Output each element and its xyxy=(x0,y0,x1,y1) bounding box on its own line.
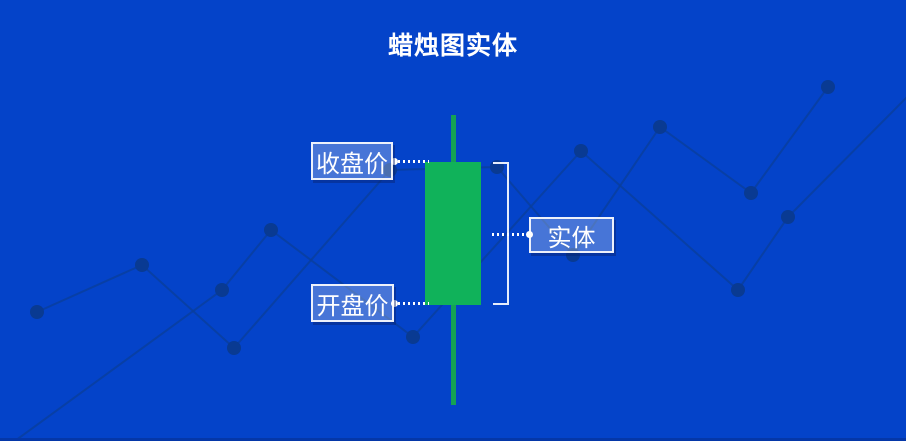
zigzag-dot xyxy=(653,120,667,134)
zigzag-dot xyxy=(227,341,241,355)
open-price-label-text: 开盘价 xyxy=(316,292,389,320)
close-price-label: 收盘价 xyxy=(311,142,393,180)
zigzag-dot xyxy=(30,305,44,319)
zigzag-dot xyxy=(731,283,745,297)
zigzag-dot xyxy=(744,186,758,200)
body-connector xyxy=(492,233,524,236)
zigzag-dot xyxy=(135,258,149,272)
body-label: 实体 xyxy=(529,217,614,253)
zigzag-dot xyxy=(821,80,835,94)
zigzag-dot xyxy=(383,163,397,177)
zigzag-line xyxy=(13,96,906,441)
bottom-edge-strip xyxy=(0,438,906,441)
close-price-connector-dot xyxy=(391,158,398,165)
zigzag-dot xyxy=(264,223,278,237)
open-price-connector-dot xyxy=(391,300,398,307)
close-price-connector xyxy=(398,160,429,163)
open-price-label: 开盘价 xyxy=(311,284,394,322)
close-price-label-text: 收盘价 xyxy=(316,150,388,178)
diagram-title: 蜡烛图实体 xyxy=(387,32,518,60)
zigzag-dot xyxy=(574,144,588,158)
zigzag-dot xyxy=(406,330,420,344)
zigzag-dot xyxy=(781,210,795,224)
body-label-text: 实体 xyxy=(547,224,596,252)
zigzag-dot xyxy=(215,283,229,297)
candle-body xyxy=(425,162,481,305)
open-price-connector xyxy=(398,302,429,305)
